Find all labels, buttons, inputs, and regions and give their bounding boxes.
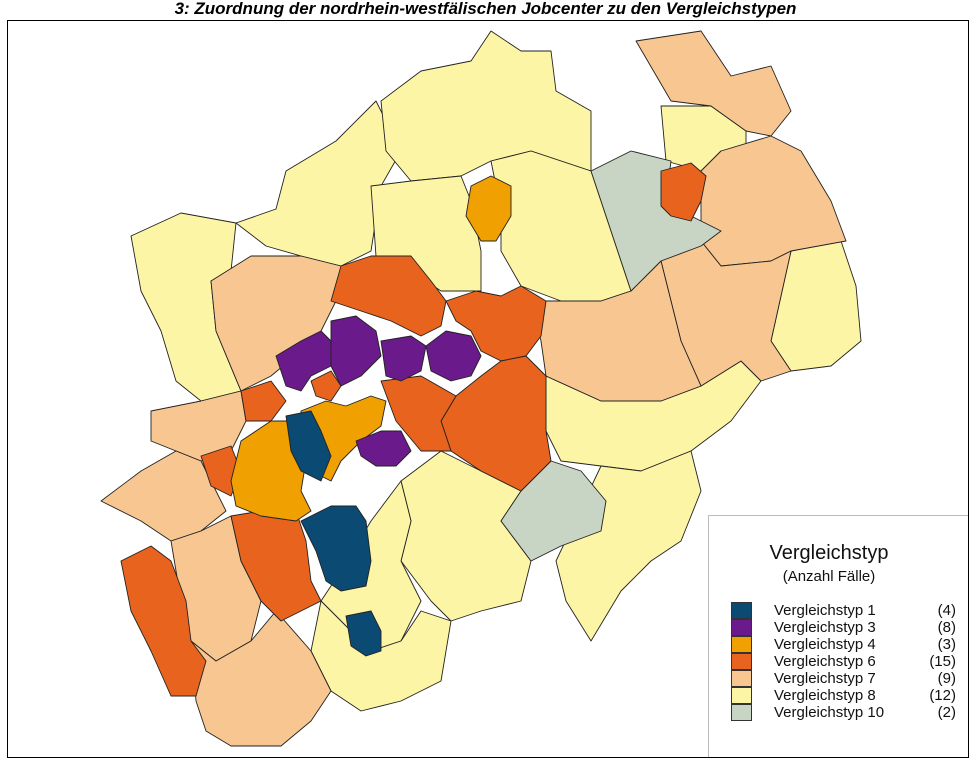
jobcenter-region: [380, 335, 427, 382]
map-title: 3: Zuordnung der nordrhein-westfälischen…: [174, 0, 797, 18]
jobcenter-region: [190, 610, 332, 747]
map-frame: Vergleichstyp (Anzahl Fälle) Vergleichst…: [7, 20, 969, 758]
legend-swatch: [731, 619, 752, 636]
jobcenter-region: [330, 255, 447, 337]
legend-item-typ4: Vergleichstyp 4 (3): [731, 636, 966, 653]
legend-count: (15): [929, 653, 956, 670]
legend-item-typ10: Vergleichstyp 10 (2): [731, 704, 966, 721]
jobcenter-region: [380, 30, 592, 182]
legend-swatch: [731, 687, 752, 704]
legend-item-typ7: Vergleichstyp 7 (9): [731, 670, 966, 687]
legend-count: (12): [929, 687, 956, 704]
jobcenter-region: [345, 610, 382, 657]
legend-label: Vergleichstyp 10: [774, 704, 885, 721]
jobcenter-region: [330, 315, 382, 387]
legend-count: (4): [937, 602, 956, 619]
jobcenter-region: [120, 545, 207, 697]
jobcenter-region: [635, 30, 792, 137]
legend-title: Vergleichstyp: [769, 542, 889, 564]
legend-count: (3): [937, 636, 956, 653]
legend-subtitle: (Anzahl Fälle): [782, 568, 876, 585]
legend-item-typ1: Vergleichstyp 1 (4): [731, 602, 966, 619]
legend-item-typ3: Vergleichstyp 3 (8): [731, 619, 966, 636]
legend-item-typ8: Vergleichstyp 8 (12): [731, 687, 966, 704]
jobcenter-region: [445, 285, 547, 362]
legend-label: Vergleichstyp 3: [774, 619, 876, 636]
jobcenter-region: [210, 255, 342, 392]
legend-count: (8): [937, 619, 956, 636]
legend-item-typ6: Vergleichstyp 6 (15): [731, 653, 966, 670]
jobcenter-region: [100, 450, 227, 542]
jobcenter-region: [440, 355, 552, 492]
legend-swatch: [731, 636, 752, 653]
jobcenter-region: [660, 162, 707, 222]
jobcenter-region: [590, 150, 722, 292]
jobcenter-region: [285, 410, 332, 482]
legend-swatch: [731, 653, 752, 670]
legend-swatch: [731, 602, 752, 619]
jobcenter-region: [465, 175, 512, 242]
legend-count: (2): [937, 704, 956, 721]
jobcenter-region: [240, 380, 287, 422]
legend-label: Vergleichstyp 4: [774, 636, 876, 653]
nrw-map: [100, 30, 862, 747]
legend: Vergleichstyp (Anzahl Fälle) Vergleichst…: [708, 515, 968, 757]
jobcenter-region: [425, 330, 482, 382]
legend-swatch: [731, 670, 752, 687]
jobcenter-region: [310, 370, 342, 402]
jobcenter-region: [235, 100, 402, 267]
jobcenter-region: [355, 430, 412, 467]
legend-swatch: [731, 704, 752, 721]
legend-label: Vergleichstyp 6: [774, 653, 876, 670]
legend-count: (9): [937, 670, 956, 687]
jobcenter-region: [380, 375, 457, 452]
legend-label: Vergleichstyp 8: [774, 687, 876, 704]
legend-label: Vergleichstyp 7: [774, 670, 876, 687]
legend-label: Vergleichstyp 1: [774, 602, 876, 619]
jobcenter-region: [300, 505, 372, 592]
